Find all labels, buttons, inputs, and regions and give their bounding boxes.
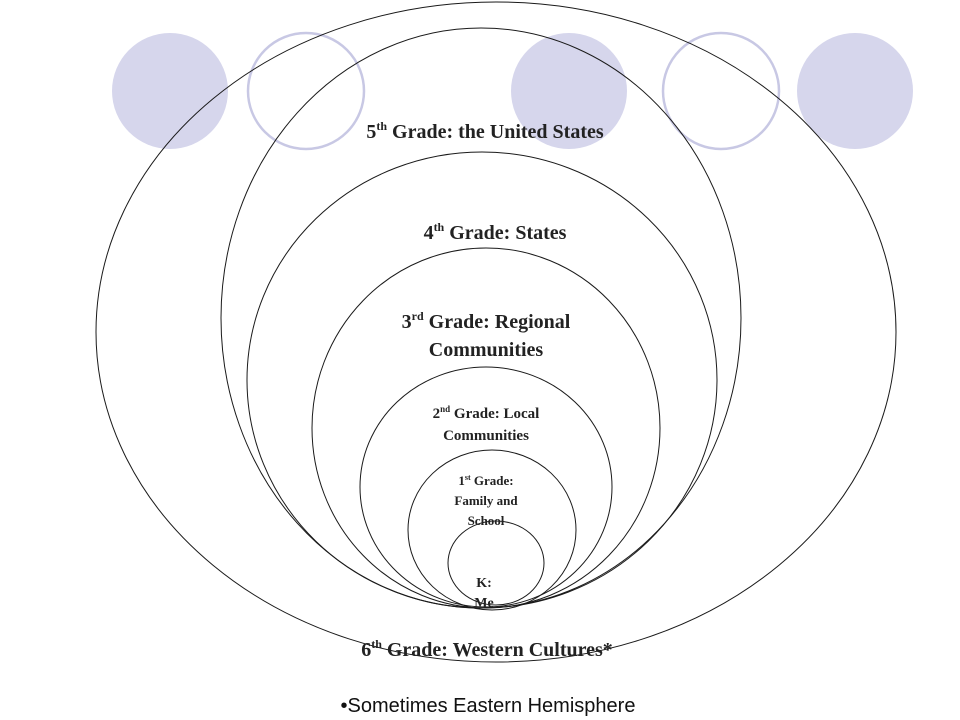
- decor-circle-2: [246, 31, 366, 151]
- label-grade5: 5th Grade: the United States: [366, 119, 604, 143]
- label-grade3: 3rd Grade: Regional: [402, 309, 571, 333]
- decor-circle-1: [112, 33, 228, 149]
- ring-grade6: [95, 1, 897, 663]
- rings: [95, 1, 897, 663]
- label-grade6: 6th Grade: Western Cultures*: [361, 637, 613, 661]
- label-grade1-line2: Family and: [454, 493, 518, 508]
- label-grade1-line3: School: [468, 513, 505, 528]
- label-grade1: 1st Grade:: [458, 473, 513, 488]
- label-kinder-line2: Me: [474, 596, 493, 611]
- label-kinder: K:: [476, 576, 492, 591]
- ring-grade1: [407, 449, 577, 611]
- label-grade2-line2: Communities: [443, 428, 529, 444]
- label-grade4: 4th Grade: States: [424, 220, 567, 244]
- footnote: •Sometimes Eastern Hemisphere: [341, 695, 636, 717]
- decor-circle-3: [511, 33, 627, 149]
- ring-grade2: [359, 366, 613, 608]
- label-grade2: 2nd Grade: Local: [433, 404, 540, 422]
- ring-grade3: [311, 247, 661, 609]
- ring-grade4: [246, 151, 718, 609]
- ring-kinder: [447, 520, 545, 606]
- decor-circle-5: [797, 33, 913, 149]
- label-grade3-line2: Communities: [429, 339, 544, 361]
- decor-circle-4: [661, 31, 781, 151]
- decorative-circles: [112, 31, 913, 151]
